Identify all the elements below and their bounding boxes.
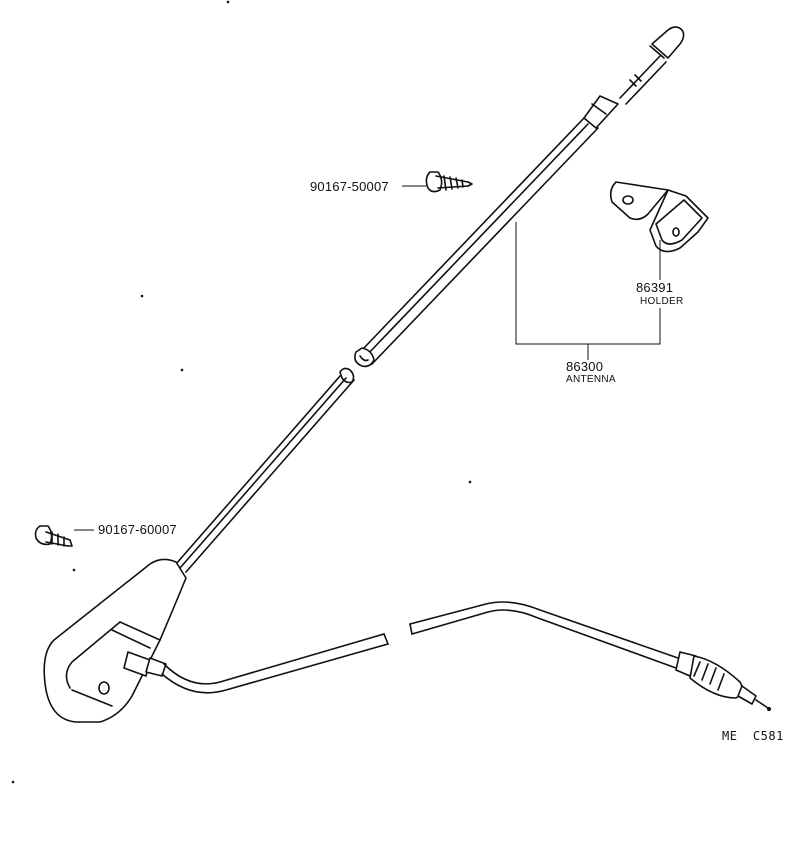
antenna-cable: [161, 601, 772, 712]
screw-upper-part-number: 90167-50007: [310, 179, 389, 194]
leader-lines: [74, 185, 661, 531]
holder-part-number: 86391: [636, 280, 674, 295]
screw-lower-part-number: 90167-60007: [98, 522, 177, 537]
antenna-base: [43, 558, 187, 723]
scan-specks: [11, 0, 472, 784]
figure-code: ME C581: [722, 729, 784, 743]
screw-upper: [425, 171, 473, 193]
antenna-mast-lower: [175, 367, 355, 573]
screw-lower: [34, 525, 73, 547]
antenna-part-number: 86300: [566, 359, 604, 374]
holder-bracket: [609, 181, 709, 253]
antenna-part-name: ANTENNA: [566, 374, 616, 385]
holder-part-name: HOLDER: [640, 296, 684, 307]
antenna-mast-upper: [354, 26, 685, 368]
